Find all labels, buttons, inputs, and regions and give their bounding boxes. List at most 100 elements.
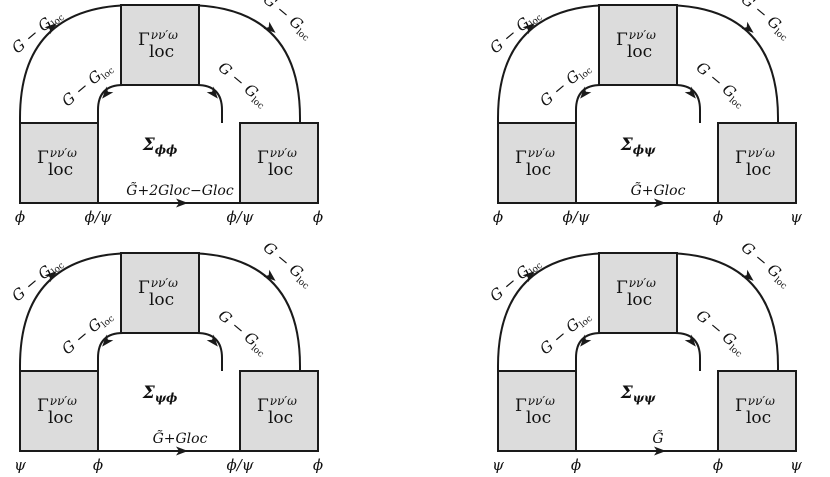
inner-propagator-line: [575, 84, 701, 123]
propagator-label-outer-right: G − Gloc: [258, 0, 316, 44]
arrow-outer-left: [44, 271, 57, 283]
propagator-label-outer-left: G − Gloc: [8, 13, 66, 57]
arrow-outer-right: [741, 21, 754, 33]
svg-text:Γνν′ω: Γνν′ω: [616, 276, 656, 298]
propagator-label-outer-right: G − Gloc: [736, 0, 794, 44]
svg-text:Γνν′ω: Γνν′ω: [616, 28, 656, 50]
self-energy-label: Σψϕ: [142, 383, 178, 405]
arrow-inner-right: [684, 334, 696, 347]
vertex-box-left: [19, 122, 99, 204]
field-label-2: ϕ: [571, 456, 581, 474]
svg-text:Γνν′ω: Γνν′ω: [257, 146, 297, 168]
arrow-outer-left: [522, 23, 535, 35]
arrow-outer-left: [44, 23, 57, 35]
svg-text:G − Gloc: G − Gloc: [258, 238, 316, 292]
field-label-1: ϕ: [493, 208, 503, 226]
inner-propagator-line: [97, 84, 223, 123]
propagator-label-outer-right: G − Gloc: [738, 238, 789, 292]
arrow-bottom: [654, 446, 666, 456]
svg-text:G − Gloc: G − Gloc: [58, 58, 116, 112]
arrow-bottom: [654, 198, 666, 208]
vertex-box-left: [497, 370, 577, 452]
field-label-2: ϕ/ψ: [84, 208, 111, 226]
arrow-outer-left: [522, 271, 535, 283]
svg-text:Γνν′ω: Γνν′ω: [138, 276, 178, 298]
arrow-inner-right: [206, 86, 218, 99]
self-energy-label: Σϕϕ: [142, 135, 178, 157]
svg-text:Γνν′ω: Γνν′ω: [37, 146, 77, 168]
field-label-3: ϕ: [713, 208, 723, 226]
arrow-inner-right: [206, 334, 218, 347]
field-label-1: ψ: [14, 456, 26, 474]
svg-text:Γνν′ω: Γνν′ω: [138, 28, 178, 50]
field-label-2: ϕ/ψ: [562, 208, 589, 226]
arrow-inner-left: [580, 334, 592, 347]
propagator-label-outer-left: G − Gloc: [8, 261, 66, 305]
vertex-box-right: [717, 122, 797, 204]
svg-text:G − Gloc: G − Gloc: [486, 253, 544, 307]
inner-propagator-line: [575, 332, 701, 371]
field-label-4: ψ: [790, 456, 802, 474]
svg-text:G − Gloc: G − Gloc: [736, 0, 794, 44]
svg-text:G − Gloc: G − Gloc: [258, 0, 316, 44]
vertex-box-top: [120, 4, 200, 86]
propagator-label-inner-left: G − Gloc: [58, 58, 116, 112]
arrow-inner-left: [580, 86, 592, 99]
propagator-label-outer-right: G − Gloc: [258, 238, 316, 292]
svg-text:loc: loc: [627, 42, 652, 62]
svg-text:loc: loc: [746, 160, 771, 180]
svg-text:loc: loc: [526, 160, 551, 180]
arrow-outer-right: [263, 269, 276, 281]
svg-text:Γνν′ω: Γνν′ω: [257, 394, 297, 416]
svg-text:G − Gloc: G − Gloc: [536, 306, 594, 360]
propagator-label-inner-left: G − Gloc: [58, 314, 116, 358]
svg-text:loc: loc: [746, 408, 771, 428]
svg-text:Γνν′ω: Γνν′ω: [735, 394, 775, 416]
propagator-label-outer-left: G − Gloc: [486, 13, 544, 57]
svg-text:loc: loc: [268, 408, 293, 428]
bottom-propagator-label: G̃: [652, 429, 663, 447]
vertex-box-right: [717, 370, 797, 452]
svg-text:loc: loc: [526, 408, 551, 428]
field-label-4: ϕ: [313, 456, 323, 474]
arrow-inner-left: [102, 86, 114, 99]
vertex-box-top: [120, 252, 200, 334]
field-label-3: ϕ/ψ: [226, 456, 253, 474]
field-label-3: ϕ: [713, 456, 723, 474]
vertex-box-right: [239, 122, 319, 204]
field-label-1: ϕ: [15, 208, 25, 226]
vertex-box-left: [497, 122, 577, 204]
field-label-4: ψ: [790, 208, 802, 226]
vertex-box-top: [598, 252, 678, 334]
self-energy-label: Σψψ: [620, 383, 656, 405]
svg-text:loc: loc: [149, 42, 174, 62]
arrow-outer-right: [741, 269, 754, 281]
svg-text:loc: loc: [48, 408, 73, 428]
field-label-2: ϕ: [93, 456, 103, 474]
arrow-outer-right: [263, 21, 276, 33]
field-label-4: ϕ: [313, 208, 323, 226]
inner-propagator-line: [97, 332, 223, 371]
bottom-propagator-label: G̃+Gloc: [153, 429, 208, 447]
svg-text:loc: loc: [268, 160, 293, 180]
propagator-label-inner-left: G − Gloc: [536, 66, 594, 110]
svg-text:Γνν′ω: Γνν′ω: [37, 394, 77, 416]
svg-text:loc: loc: [48, 160, 73, 180]
field-label-3: ϕ/ψ: [226, 208, 253, 226]
vertex-box-left: [19, 370, 99, 452]
